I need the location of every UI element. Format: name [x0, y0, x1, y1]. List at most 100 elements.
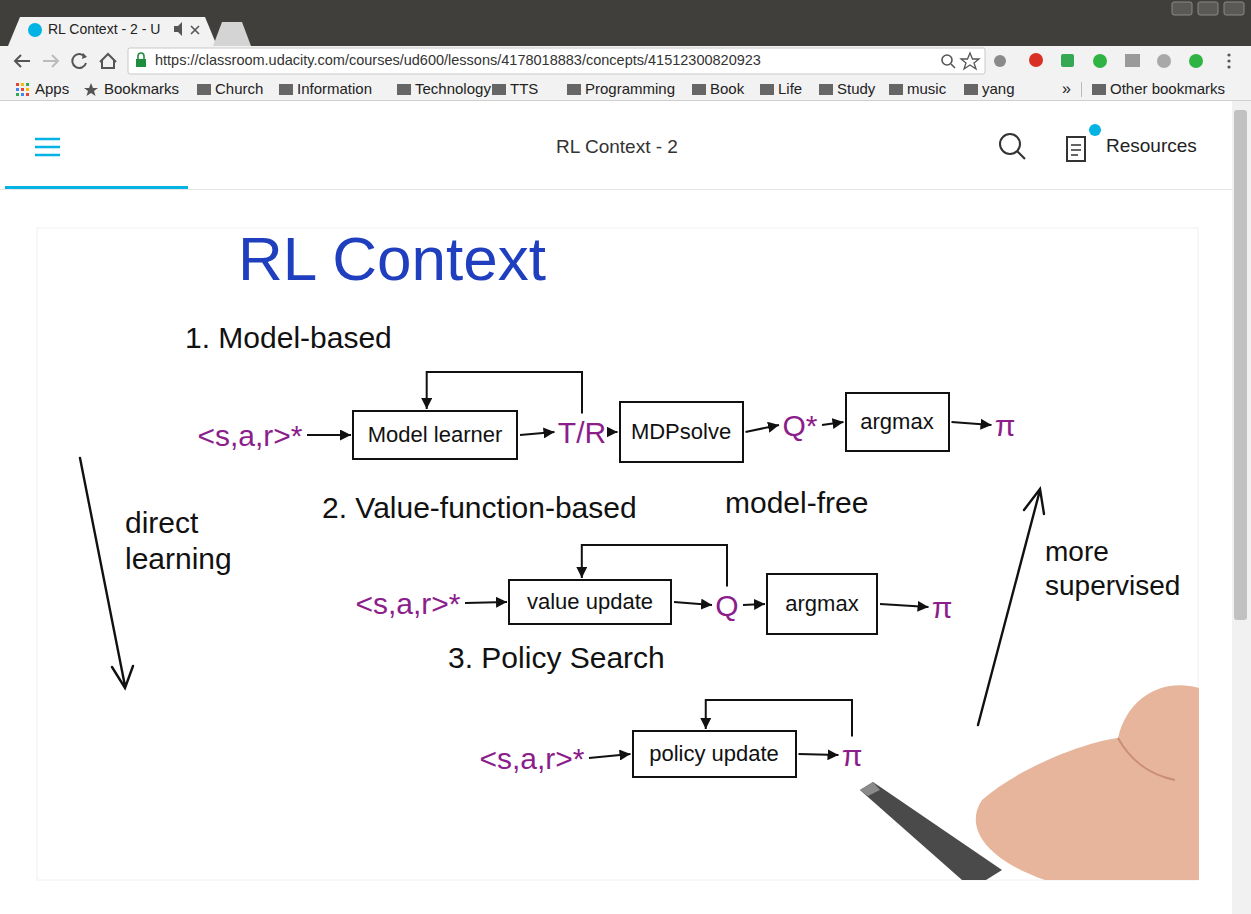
- window-button: [1172, 2, 1192, 15]
- section-note: model-free: [725, 485, 868, 521]
- bookmark-overflow: »: [1062, 79, 1071, 98]
- flow-arrow: [743, 604, 765, 605]
- node-text: argmax: [785, 592, 858, 616]
- extension-icon: [1189, 54, 1203, 68]
- new-tab: [213, 22, 251, 46]
- flow-term: <s,a,r>*: [353, 587, 463, 620]
- flow-arrow: [952, 422, 992, 425]
- hand-crease: [1118, 738, 1175, 780]
- toolbar: [0, 46, 1251, 101]
- node-text: argmax: [860, 410, 933, 434]
- zoom-handle: [951, 64, 955, 68]
- flow-term: Q*: [780, 409, 820, 442]
- flow-arrow: [589, 754, 631, 758]
- forward-button: [43, 55, 58, 67]
- flow-arrow: [520, 432, 555, 435]
- bookmark-label: Technology: [415, 80, 491, 98]
- node-text: T/R: [558, 416, 606, 449]
- node-text: π: [842, 739, 863, 772]
- section-heading: 2. Value-function-based: [322, 490, 637, 526]
- flow-arrow: [799, 754, 839, 755]
- process-box: argmax: [845, 392, 950, 452]
- bookmark-label: Other bookmarks: [1110, 80, 1225, 98]
- address-bar: [128, 48, 985, 74]
- node-text: Model learner: [368, 423, 503, 447]
- process-box: policy update: [632, 730, 797, 778]
- node-text: value update: [527, 590, 653, 614]
- scrollbar-track: [1232, 101, 1251, 914]
- node-text: MDPsolve: [631, 420, 731, 444]
- menu-dot: [1227, 65, 1230, 68]
- bookmark-label: Church: [215, 80, 263, 98]
- tab-title: RL Context - 2 - U: [48, 21, 160, 38]
- node-text: policy update: [649, 742, 779, 766]
- section-heading: 1. Model-based: [185, 320, 392, 356]
- hand-illustration: [976, 685, 1199, 880]
- flow-term: T/R: [556, 416, 609, 449]
- pen-illustration: [860, 782, 1002, 880]
- menu-dot: [1227, 59, 1230, 62]
- flow-term: <s,a,r>*: [195, 419, 305, 452]
- pen-tip: [860, 782, 880, 796]
- node-text: Q*: [782, 409, 817, 442]
- back-button: [15, 55, 30, 67]
- window-button: [1224, 2, 1244, 15]
- browser-tab: [8, 17, 217, 46]
- lock-icon: [136, 59, 146, 67]
- video-frame: [37, 228, 1198, 880]
- flow-arrow: [465, 602, 507, 603]
- node-text: <s,a,r>*: [197, 419, 302, 452]
- apps-icon: [16, 83, 29, 96]
- bookmark-label: Apps: [35, 80, 69, 98]
- resources-link: Resources: [1106, 135, 1197, 158]
- hamburger-icon: [35, 139, 60, 155]
- flow-term: Q: [713, 589, 741, 622]
- resources-lines: [1071, 145, 1081, 155]
- search-handle: [1017, 151, 1025, 159]
- speaker-icon: [174, 22, 182, 36]
- process-box: MDPsolve: [619, 401, 744, 463]
- node-text: π: [995, 409, 1016, 442]
- bookmark-separator: [1081, 82, 1082, 97]
- node-text: <s,a,r>*: [479, 742, 584, 775]
- flow-arrow: [746, 425, 780, 432]
- bookmark-label: yang: [982, 80, 1015, 98]
- title-bar: [0, 0, 1251, 46]
- lock-shackle: [138, 53, 144, 59]
- bookmark-label: Bookmarks: [104, 80, 179, 98]
- bookmark-label: Programming: [585, 80, 675, 98]
- flow-arrow: [611, 431, 618, 433]
- bookmark-label: Life: [778, 80, 802, 98]
- axis-note: direct learning: [125, 505, 275, 577]
- flow-term: <s,a,r>*: [477, 742, 587, 775]
- page-title: RL Context - 2: [556, 136, 678, 159]
- flow-arrow: [674, 602, 712, 605]
- flow-term: π: [840, 739, 865, 772]
- node-text: <s,a,r>*: [355, 587, 460, 620]
- scrollbar-thumb: [1234, 110, 1247, 620]
- notification-dot: [1089, 124, 1101, 136]
- reload-arrow: [82, 53, 87, 59]
- flow-term: π: [993, 409, 1018, 442]
- star-icon: [961, 53, 979, 69]
- diagram-title: RL Context: [238, 222, 546, 296]
- section-heading: 3. Policy Search: [448, 640, 665, 676]
- home-button: [100, 54, 116, 68]
- bookmark-label: Information: [297, 80, 372, 98]
- bookmark-label: TTS: [510, 80, 538, 98]
- flow-arrow: [307, 434, 351, 436]
- feedback-arrow: [427, 372, 582, 414]
- extension-icon: [1061, 54, 1074, 67]
- extension-icon: [1157, 54, 1171, 68]
- menu-dot: [1227, 53, 1230, 56]
- node-text: Q: [715, 589, 738, 622]
- zoom-icon: [942, 55, 952, 65]
- extension-icon: [1029, 53, 1043, 67]
- header-border: [0, 189, 1232, 190]
- extension-icon: [994, 55, 1006, 67]
- bookmark-label: Study: [837, 80, 875, 98]
- resources-icon: [1067, 137, 1085, 161]
- flow-arrow: [822, 422, 844, 425]
- process-box: argmax: [766, 573, 878, 635]
- node-text: π: [932, 591, 953, 624]
